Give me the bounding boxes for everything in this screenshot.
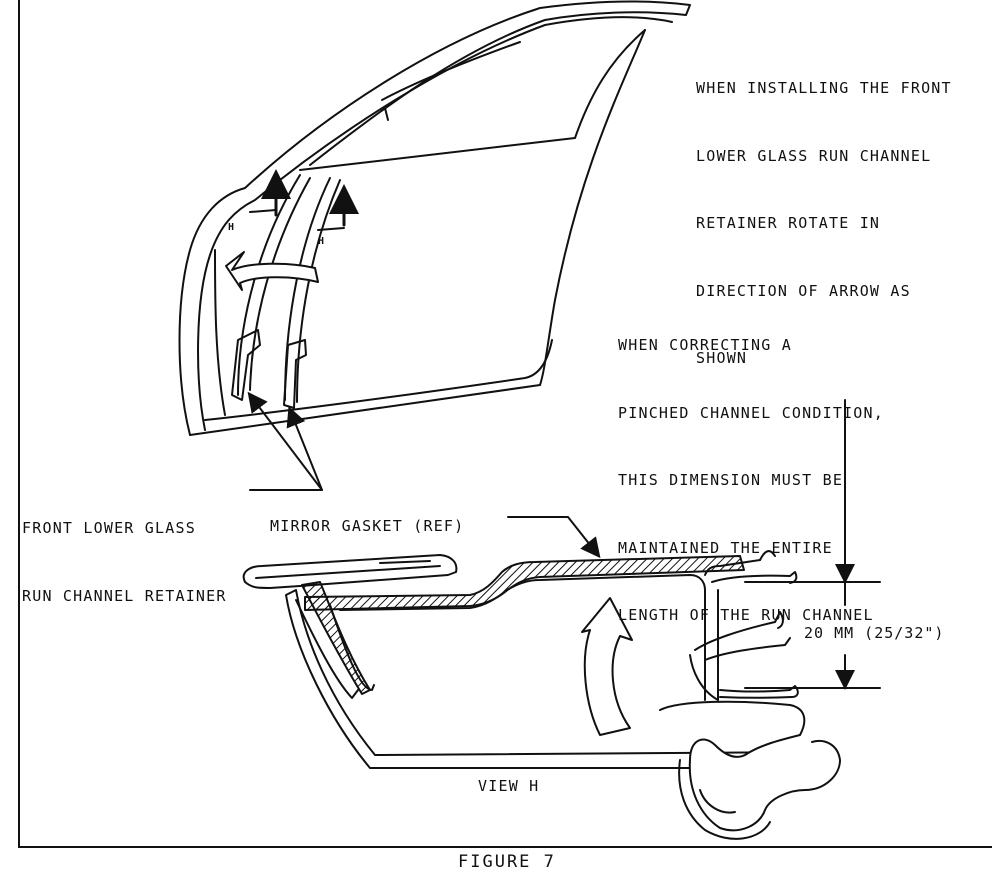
figure-frame <box>18 0 992 848</box>
door-upper-trim <box>381 41 521 101</box>
section-marker-left: H <box>228 222 235 233</box>
spring-lip-lower <box>704 637 791 661</box>
pinched-note-line: WHEN CORRECTING A <box>618 336 792 354</box>
section-marker-right: H <box>318 236 325 247</box>
view-h-label: VIEW H <box>478 777 540 795</box>
section-bracket-left <box>249 209 277 213</box>
run-channel-front-rail <box>237 174 301 396</box>
outer-curl-inner <box>255 565 441 579</box>
door-window-opening <box>299 29 646 171</box>
figure-caption: FIGURE 7 <box>458 852 556 872</box>
channel-top-inner <box>339 574 706 701</box>
door-inner-frame <box>197 16 673 431</box>
door-lower-edge <box>189 384 541 436</box>
retainer-label-line: FRONT LOWER GLASS <box>22 519 196 537</box>
left-flange <box>301 581 371 695</box>
pinched-note-line: LENGTH OF THE RUN CHANNEL <box>618 606 874 624</box>
run-channel-rear-rail-2 <box>296 179 341 403</box>
section-rotation-arrow <box>581 597 633 736</box>
install-note-line: RETAINER ROTATE IN <box>696 214 881 232</box>
outer-curl <box>242 554 458 589</box>
glass-edge-bottom <box>719 685 799 699</box>
weatherstrip-inner <box>699 789 736 814</box>
front-pillar <box>214 249 226 416</box>
left-flange-2 <box>295 599 359 699</box>
run-channel-front-rail-2 <box>249 177 311 391</box>
view-h-section <box>242 399 881 840</box>
channel-right-top <box>704 559 761 576</box>
mirror-gasket-leader <box>507 516 601 559</box>
spring-lip-upper <box>694 611 784 651</box>
install-note-line: LOWER GLASS RUN CHANNEL <box>696 146 932 165</box>
door-assembly <box>178 0 691 491</box>
run-channel-retainer-right <box>283 339 307 409</box>
dimension-label: 20 mm (25/32") <box>804 624 945 642</box>
install-note-line: SHOWN <box>696 349 748 367</box>
section-bracket-right <box>317 227 345 231</box>
retainer-leader-2 <box>286 406 323 491</box>
pinched-note-line: PINCHED CHANNEL CONDITION, <box>618 403 884 422</box>
retainer-label-line: RUN CHANNEL RETAINER <box>22 586 227 605</box>
install-note: WHEN INSTALLING THE FRONT LOWER GLASS RU… <box>696 32 952 392</box>
door-trim-tab <box>384 107 389 121</box>
door-outer-frame <box>178 0 691 436</box>
spring-lip-return <box>689 654 719 701</box>
small-lip <box>379 560 431 564</box>
retainer-leader-1 <box>247 391 323 491</box>
install-note-line: DIRECTION OF ARROW AS <box>696 281 911 300</box>
channel-right-lip <box>759 550 776 561</box>
weatherstrip-seal <box>659 700 841 832</box>
retainer-label: FRONT LOWER GLASS RUN CHANNEL RETAINER <box>22 472 227 630</box>
pinched-channel-note: WHEN CORRECTING A PINCHED CHANNEL CONDIT… <box>618 289 884 649</box>
weatherstrip-lower <box>678 759 771 840</box>
mirror-gasket-label: MIRROR GASKET (REF) <box>270 517 465 535</box>
run-channel-retainer-left <box>231 329 261 401</box>
install-note-line: WHEN INSTALLING THE FRONT <box>696 79 952 97</box>
rotation-arrow <box>225 251 319 291</box>
pinched-note-line: MAINTAINED THE ENTIRE <box>618 538 833 557</box>
pinched-note-line: THIS DIMENSION MUST BE <box>618 471 844 489</box>
